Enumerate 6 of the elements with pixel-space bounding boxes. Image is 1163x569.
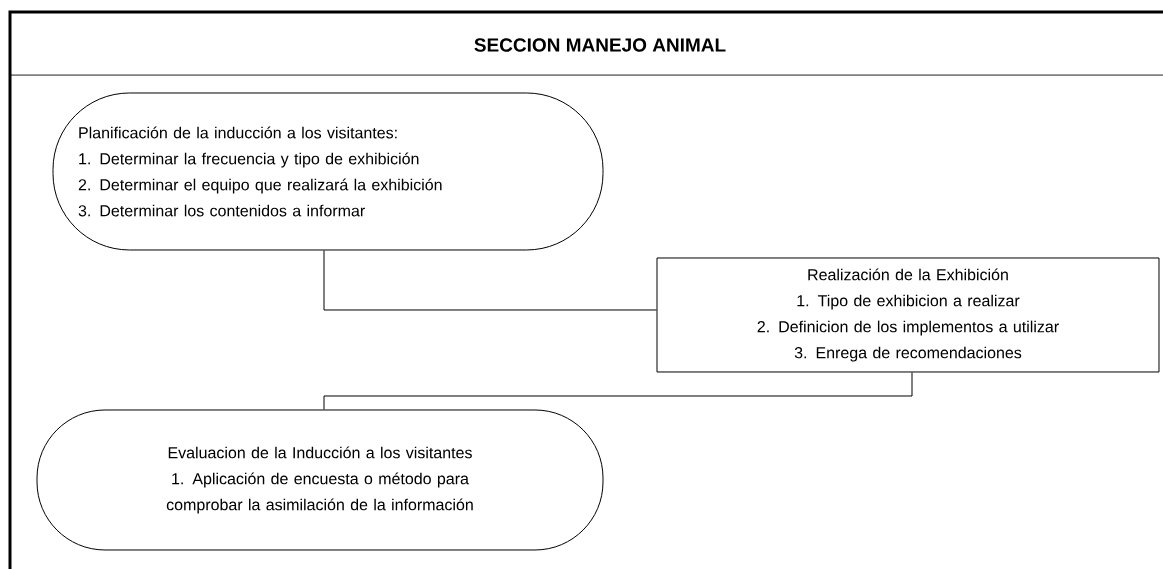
connector-line [323, 372, 913, 410]
title: SECCION MANEJO ANIMAL [474, 38, 726, 52]
rounded-box: Planificación de la inducción a los visitantes: 1. Determinar la frecuencia y tipo de exhibición 2. Determinar el equipo que realizará la exhibición 3. Determinar los contenidos a informar [52, 92, 604, 251]
connector-line [323, 250, 657, 311]
process-box: Realización de la Exhibición 1. Tipo de exhibicion a realizar 2. Definicion de los implementos a utilizar 3. Enrega de recomendaciones [656, 257, 1160, 373]
rounded-box: Evaluacion de la Inducción a los visitantes 1. Aplicación de encuesta o método para comprobar la asimilación de la información [36, 409, 604, 551]
